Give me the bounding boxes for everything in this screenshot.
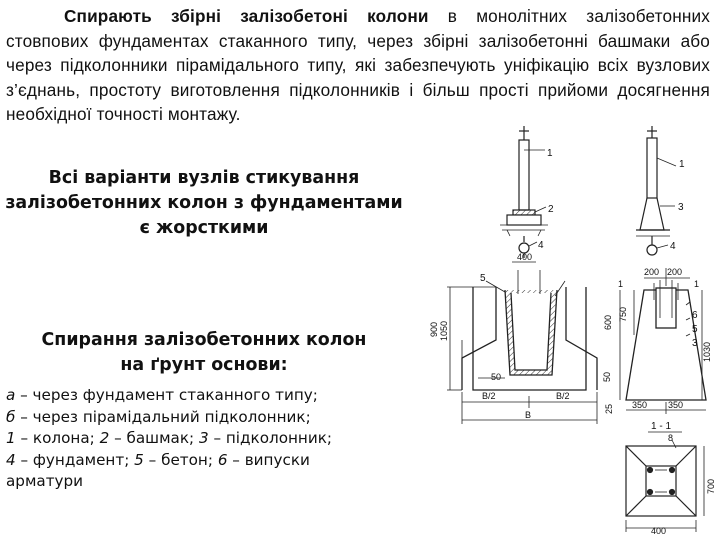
intro-paragraph: Спирають збірні залізобетоні колони в мо… [6, 4, 710, 127]
dim-b2-right: B/2 [556, 391, 570, 401]
legend: а – через фундамент стаканного типу; б –… [6, 385, 416, 493]
soil-heading-line-1: Спирання залізобетонних колон [41, 330, 367, 350]
callout-1-top-left: 1 [547, 148, 553, 159]
soil-support-heading: Спирання залізобетонних колон на ґрунт о… [4, 328, 404, 378]
dim-b: B [525, 410, 531, 420]
dim-750: 750 [618, 307, 628, 322]
legend-items-2: 4 – фундамент; 5 – бетон; 6 – випуски [6, 450, 416, 472]
callout-3-right: 3 [692, 338, 698, 349]
dim-1050: 1050 [439, 321, 449, 341]
dim-900: 900 [429, 322, 439, 337]
callout-4-top-left: 4 [538, 240, 544, 251]
soil-heading-line-2: на ґрунт основи: [120, 355, 288, 375]
legend-a-key: а [6, 386, 16, 404]
rigid-note-line-3: є жорсткими [139, 218, 269, 238]
legend-items-1: 1 – колона; 2 – башмак; 3 – підколонник; [6, 428, 416, 450]
dim-b2-left: B/2 [482, 391, 496, 401]
legend-text-1: – колона; [15, 429, 100, 448]
section-mark-right: 1 [694, 279, 699, 289]
column-on-pyramid-elevation [636, 126, 677, 256]
dim-50: 50 [491, 372, 501, 382]
legend-text-2: – башмак; [109, 429, 199, 448]
legend-key-1: 1 [6, 429, 16, 448]
legend-text-4: – фундамент; [15, 450, 135, 469]
foundation-drawings: 1 2 4 400 1 3 4 [429, 126, 716, 536]
callout-8: 8 [668, 433, 673, 443]
callout-5-right: 5 [692, 324, 698, 335]
legend-text-5: – бетон; [143, 450, 218, 469]
legend-b: б – через пірамідальний підколонник; [6, 407, 416, 429]
callout-3-top-right: 3 [678, 202, 684, 213]
legend-key-2: 2 [99, 429, 110, 448]
dim-200-left: 200 [644, 267, 659, 277]
legend-a: а – через фундамент стаканного типу; [6, 385, 416, 407]
column-on-shoe-elevation [500, 126, 548, 263]
legend-text-3: – підколонник; [208, 429, 333, 448]
legend-key-6: 6 [217, 450, 228, 469]
dim-400-bottom: 400 [651, 526, 666, 536]
dim-200-right: 200 [667, 267, 682, 277]
legend-b-text: – через пірамідальний підколонник; [15, 407, 311, 426]
dim-350-left: 350 [632, 400, 647, 410]
section-mark-left: 1 [618, 279, 623, 289]
callout-5-left: 5 [480, 273, 486, 284]
dim-700: 700 [706, 479, 716, 494]
legend-key-3: 3 [198, 429, 209, 448]
legend-a-text: – через фундамент стаканного типу; [15, 386, 318, 404]
legend-b-key: б [6, 407, 16, 426]
legend-key-5: 5 [134, 450, 144, 469]
callout-2-top-left: 2 [548, 204, 554, 215]
dim-25: 25 [604, 404, 614, 414]
callout-6: 6 [692, 310, 698, 321]
intro-bold-lead: Спирають збірні залізобетоні колони [64, 6, 429, 26]
legend-key-4: 4 [6, 450, 16, 469]
dim-400-top: 400 [517, 252, 532, 262]
rigid-note-line-1: Всі варіанти вузлів стикування [48, 168, 360, 188]
intro-text: в монолітних залізобетонних стовпових фу… [6, 6, 710, 125]
pyramid-subcolumn-section [619, 268, 707, 414]
dim-600: 600 [603, 315, 613, 330]
legend-tail: арматури [6, 472, 84, 491]
callout-4-top-right: 4 [670, 241, 676, 252]
glass-foundation-section [447, 270, 598, 424]
rigid-note-line-2: залізобетонних колон з фундаментами [5, 193, 403, 213]
rigid-joints-note: Всі варіанти вузлів стикування залізобет… [4, 166, 404, 241]
section-1-1-plan [625, 431, 705, 532]
callout-1-top-right: 1 [679, 159, 685, 170]
legend-text-6: – випуски [227, 450, 310, 469]
dim-350-right: 350 [668, 400, 683, 410]
dim-1030: 1030 [702, 342, 712, 362]
dim-50-right: 50 [602, 372, 612, 382]
section-1-1-label: 1 - 1 [651, 421, 671, 432]
